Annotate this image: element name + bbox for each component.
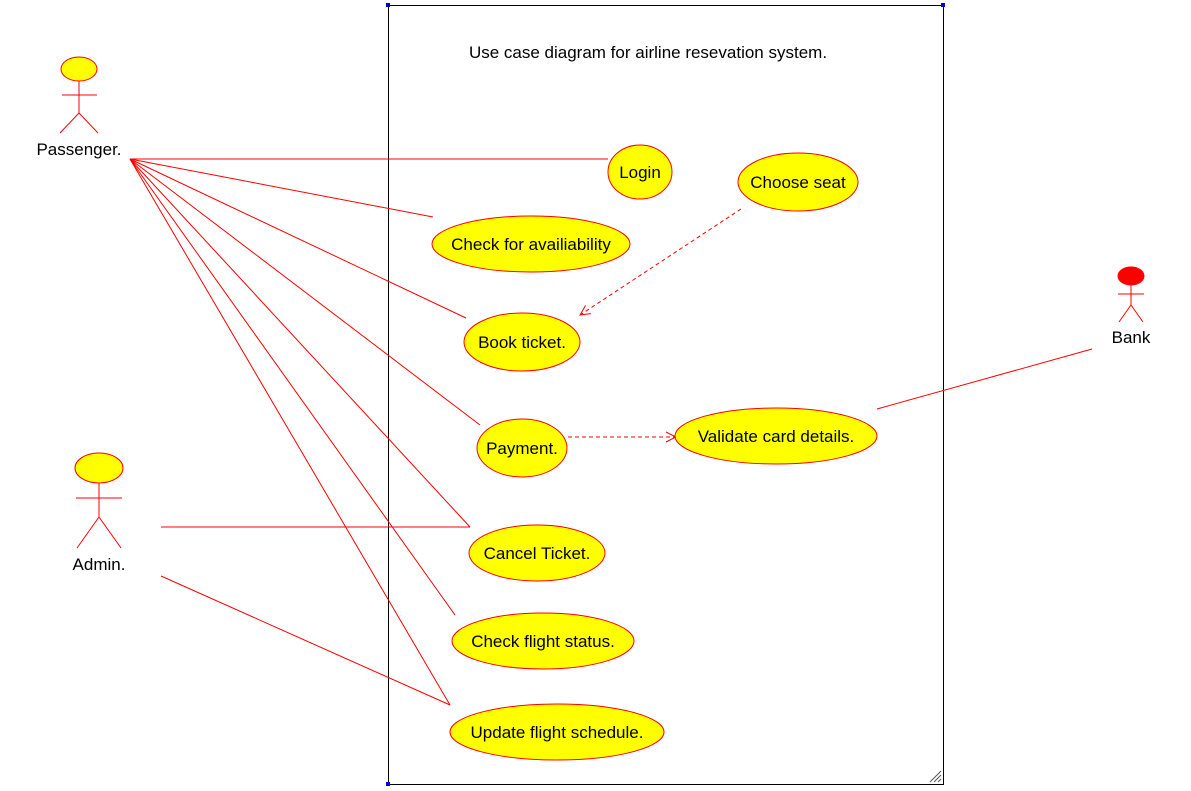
use-case-label: Cancel Ticket. <box>484 544 591 563</box>
dependencies <box>568 208 742 437</box>
system-boundary <box>386 3 945 786</box>
use-cases: Login Choose seat Check for availiabilit… <box>431 144 878 761</box>
stick-figure-icon <box>59 56 99 134</box>
assoc-passenger-book-ticket[interactable] <box>129 158 467 319</box>
assoc-passenger-check-availability[interactable] <box>129 158 434 218</box>
use-case-cancel-ticket[interactable]: Cancel Ticket. <box>468 524 606 582</box>
use-case-update-schedule[interactable]: Update flight schedule. <box>449 703 665 761</box>
use-case-label: Choose seat <box>750 173 846 192</box>
resize-handle-bottom-left[interactable] <box>386 782 390 786</box>
assoc-passenger-payment[interactable] <box>129 158 481 426</box>
actor-label: Passenger. <box>36 140 121 159</box>
use-case-label: Update flight schedule. <box>471 723 644 742</box>
use-case-check-availability[interactable]: Check for availiability <box>431 215 631 273</box>
assoc-bank-validate-card[interactable] <box>876 348 1093 410</box>
assoc-passenger-check-flight-status[interactable] <box>129 158 456 616</box>
use-case-check-flight-status[interactable]: Check flight status. <box>451 612 635 670</box>
assoc-admin-update-schedule[interactable] <box>160 575 451 706</box>
associations <box>129 158 1093 706</box>
use-case-label: Book ticket. <box>478 333 566 352</box>
actor-bank[interactable]: Bank <box>1112 266 1151 347</box>
actor-passenger[interactable]: Passenger. <box>36 56 122 159</box>
use-case-label: Login <box>619 163 661 182</box>
actor-admin[interactable]: Admin. <box>73 452 126 574</box>
use-case-label: Check for availiability <box>451 235 611 254</box>
use-case-payment[interactable]: Payment. <box>476 418 568 478</box>
use-case-validate-card[interactable]: Validate card details. <box>674 407 878 465</box>
assoc-passenger-cancel-ticket[interactable] <box>129 158 471 528</box>
stick-figure-icon <box>74 452 124 549</box>
stick-figure-icon <box>1117 266 1145 323</box>
use-case-choose-seat[interactable]: Choose seat <box>737 152 859 212</box>
diagram-title: Use case diagram for airline resevation … <box>469 43 827 62</box>
use-case-label: Validate card details. <box>698 427 855 446</box>
system-boundary-rect <box>388 5 944 785</box>
use-case-login[interactable]: Login <box>607 144 673 200</box>
resize-handle-top-left[interactable] <box>386 3 390 7</box>
actor-label: Bank <box>1112 328 1151 347</box>
use-case-label: Check flight status. <box>471 632 615 651</box>
assoc-passenger-update-schedule[interactable] <box>129 158 451 706</box>
resize-grip-icon[interactable] <box>929 770 942 783</box>
resize-handle-top-right[interactable] <box>941 3 945 7</box>
use-case-label: Payment. <box>486 439 558 458</box>
actor-label: Admin. <box>73 555 126 574</box>
use-case-book-ticket[interactable]: Book ticket. <box>463 312 581 372</box>
